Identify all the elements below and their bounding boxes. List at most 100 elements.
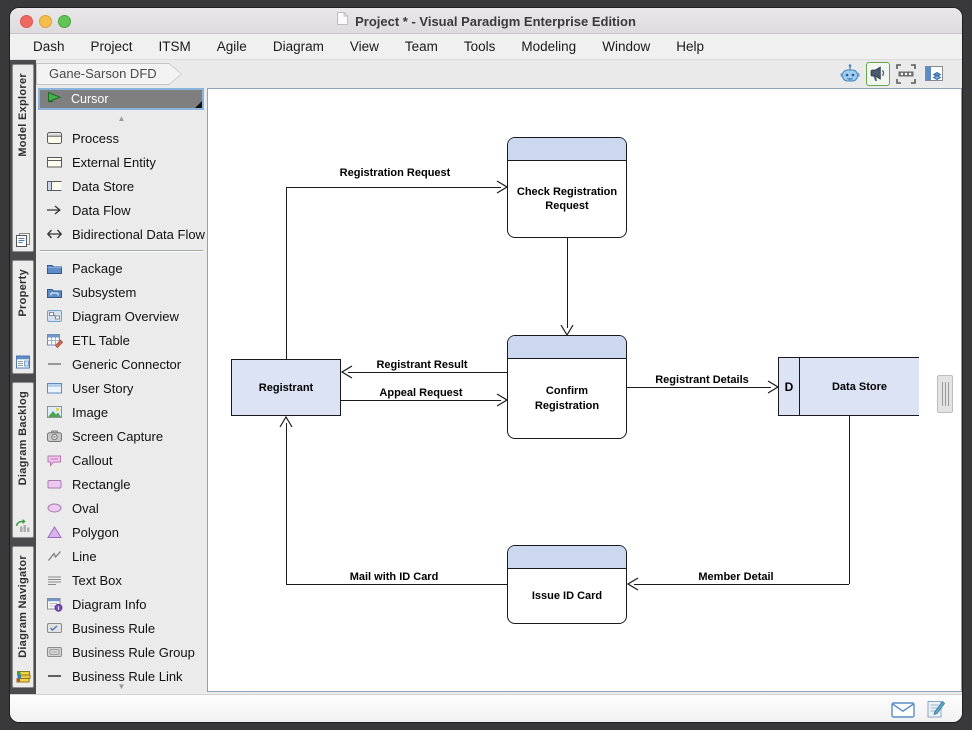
- selection-frame-button[interactable]: [894, 62, 918, 86]
- palette-scroll-up[interactable]: ▲: [117, 114, 126, 123]
- announcement-icon: [870, 66, 885, 81]
- menu-item-itsm[interactable]: ITSM: [158, 38, 191, 54]
- svg-text:i: i: [58, 606, 60, 612]
- side-tab-property[interactable]: Property: [12, 260, 34, 374]
- external-entity-node-registrant[interactable]: Registrant: [231, 359, 341, 416]
- compose-note-icon[interactable]: [926, 699, 946, 722]
- palette-item-data-store[interactable]: Data Store: [36, 174, 207, 198]
- panel-views-button[interactable]: [922, 62, 946, 86]
- menu-item-modeling[interactable]: Modeling: [521, 38, 577, 54]
- flow-label-registrant-details[interactable]: Registrant Details: [655, 374, 749, 386]
- minimize-window-button[interactable]: [39, 15, 52, 28]
- palette-item-screen-capture[interactable]: Screen Capture: [36, 424, 207, 448]
- diagram-overview-icon: [46, 308, 63, 324]
- process-header: [508, 138, 626, 161]
- palette-item-data-flow[interactable]: Data Flow: [36, 198, 207, 222]
- menu-item-view[interactable]: View: [349, 38, 379, 54]
- process-header: [508, 546, 626, 569]
- palette-item-callout[interactable]: Callout: [36, 448, 207, 472]
- palette-item-generic-connector[interactable]: Generic Connector: [36, 352, 207, 376]
- flow-registrant-result-line[interactable]: [348, 372, 507, 373]
- flow-registrant-details-line[interactable]: [627, 387, 771, 388]
- title-bar[interactable]: Project * - Visual Paradigm Enterprise E…: [10, 8, 962, 34]
- palette-item-process[interactable]: Process: [36, 126, 207, 150]
- menu-item-help[interactable]: Help: [676, 38, 704, 54]
- arrowhead-left-icon: [341, 365, 353, 379]
- close-window-button[interactable]: [20, 15, 33, 28]
- property-icon: [14, 354, 32, 370]
- menu-item-project[interactable]: Project: [90, 38, 133, 54]
- flow-registration-request-line[interactable]: [286, 187, 501, 188]
- panel-collapse-grip[interactable]: [937, 375, 953, 413]
- side-tab-model-explorer[interactable]: Model Explorer: [12, 64, 34, 252]
- palette-item-etl-table[interactable]: ETL Table: [36, 328, 207, 352]
- process-node-issue-id-card[interactable]: Issue ID Card: [507, 545, 627, 624]
- palette-scroll-down[interactable]: ▼: [117, 682, 126, 691]
- side-tab-diagram-navigator[interactable]: Diagram Navigator: [12, 546, 34, 688]
- mail-icon[interactable]: [891, 702, 915, 722]
- menu-item-team[interactable]: Team: [404, 38, 438, 54]
- generic-connector-icon: [46, 356, 63, 372]
- palette-item-cursor[interactable]: Cursor: [38, 88, 204, 110]
- cursor-arrow-icon: [46, 89, 63, 110]
- arrowhead-up-icon: [279, 416, 293, 428]
- flow-label-member-detail[interactable]: Member Detail: [698, 571, 774, 583]
- flow-mail-with-id-card-line[interactable]: [286, 423, 287, 584]
- menu-item-tools[interactable]: Tools: [463, 38, 496, 54]
- palette-item-bidirectional-data-flow[interactable]: Bidirectional Data Flow: [36, 222, 207, 246]
- document-icon: [336, 11, 349, 31]
- diagram-canvas[interactable]: Registrant Check Registration Request Co…: [207, 88, 962, 692]
- flow-member-detail-line[interactable]: [849, 416, 850, 584]
- side-tab-strip: Model Explorer Property Diagram Backlog …: [10, 60, 36, 694]
- palette-item-rectangle[interactable]: Rectangle: [36, 472, 207, 496]
- flow-label-registrant-result[interactable]: Registrant Result: [376, 359, 468, 371]
- process-node-confirm-registration[interactable]: Confirm Registration: [507, 335, 627, 439]
- palette-item-oval[interactable]: Oval: [36, 496, 207, 520]
- assistant-robot-icon: [840, 64, 860, 82]
- flow-appeal-request-line[interactable]: [341, 400, 501, 401]
- palette-item-text-box[interactable]: Text Box: [36, 568, 207, 592]
- app-window: Project * - Visual Paradigm Enterprise E…: [10, 8, 962, 722]
- palette-item-business-rule[interactable]: Business Rule: [36, 616, 207, 640]
- flow-check-to-confirm-line[interactable]: [567, 238, 568, 328]
- menu-item-window[interactable]: Window: [602, 38, 651, 54]
- palette-separator: [40, 246, 203, 256]
- flow-member-detail-line[interactable]: [634, 584, 849, 585]
- palette-item-diagram-info[interactable]: i Diagram Info: [36, 592, 207, 616]
- palette-item-subsystem[interactable]: Subsystem: [36, 280, 207, 304]
- process-node-check-registration-request[interactable]: Check Registration Request: [507, 137, 627, 238]
- assistant-robot-button[interactable]: [838, 62, 862, 86]
- breadcrumb-current: Gane-Sarson DFD: [37, 64, 181, 84]
- arrowhead-down-icon: [560, 324, 574, 336]
- side-tab-diagram-backlog[interactable]: Diagram Backlog: [12, 382, 34, 538]
- breadcrumb[interactable]: Gane-Sarson DFD: [36, 63, 182, 85]
- palette-item-business-rule-group[interactable]: Business Rule Group: [36, 640, 207, 664]
- data-store-icon: [46, 178, 63, 194]
- announcement-button[interactable]: [866, 62, 890, 86]
- arrowhead-right-icon: [496, 180, 508, 194]
- flow-label-mail-with-id-card[interactable]: Mail with ID Card: [349, 571, 439, 583]
- menu-item-dash[interactable]: Dash: [33, 38, 65, 54]
- palette-item-diagram-overview[interactable]: Diagram Overview: [36, 304, 207, 328]
- flow-mail-with-id-card-line[interactable]: [286, 584, 507, 585]
- screen-capture-icon: [46, 428, 63, 444]
- flow-label-appeal-request[interactable]: Appeal Request: [379, 387, 463, 399]
- menu-bar: Dash Project ITSM Agile Diagram View Tea…: [10, 34, 962, 60]
- menu-item-diagram[interactable]: Diagram: [272, 38, 324, 54]
- palette-item-user-story[interactable]: User Story: [36, 376, 207, 400]
- menu-item-agile[interactable]: Agile: [216, 38, 247, 54]
- palette-item-image[interactable]: Image: [36, 400, 207, 424]
- business-rule-link-icon: [46, 668, 63, 684]
- external-entity-icon: [46, 154, 63, 170]
- palette-item-package[interactable]: Package: [36, 256, 207, 280]
- business-rule-icon: [46, 620, 63, 636]
- panel-views-icon: [925, 66, 943, 81]
- flow-label-registration-request[interactable]: Registration Request: [339, 167, 451, 179]
- palette-item-business-rule-link[interactable]: Business Rule Link: [36, 664, 207, 688]
- palette-item-line[interactable]: Line: [36, 544, 207, 568]
- palette-item-polygon[interactable]: Polygon: [36, 520, 207, 544]
- flow-registration-request-line[interactable]: [286, 187, 287, 359]
- zoom-window-button[interactable]: [58, 15, 71, 28]
- data-store-node[interactable]: D Data Store: [778, 357, 919, 416]
- palette-item-external-entity[interactable]: External Entity: [36, 150, 207, 174]
